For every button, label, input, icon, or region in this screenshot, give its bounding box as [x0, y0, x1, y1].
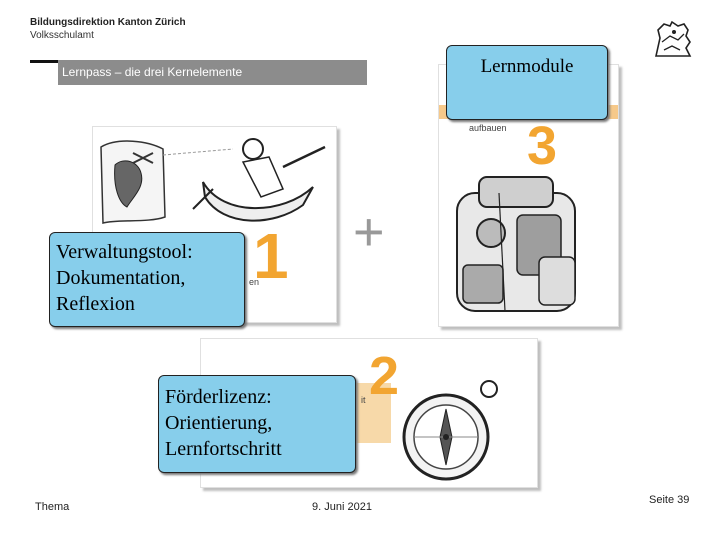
verwaltungstool-line-1: Verwaltungstool: [56, 241, 193, 263]
title-banner: Lernpass – die drei Kernelemente [58, 60, 367, 85]
canton-lion-logo-icon [655, 20, 692, 57]
plus-sign: + [353, 202, 385, 262]
footer-page-number: Seite 39 [649, 494, 690, 506]
org-department: Volksschulamt [30, 30, 94, 41]
footer-topic: Thema [35, 501, 70, 513]
lernmodule-callout: Lernmodule [446, 45, 608, 120]
element-number-1: 1 [253, 220, 289, 292]
panel-2-orange-strip [351, 383, 391, 443]
element-number-3: 3 [527, 116, 558, 176]
explorer-boat-illustration [100, 138, 326, 224]
lernmodule-label: Lernmodule [480, 56, 574, 77]
foerderlizenz-line-1: Förderlizenz: [165, 386, 272, 408]
panel-3-text-fragment: aufbauen [469, 123, 507, 133]
org-name: Bildungsdirektion Kanton Zürich [30, 17, 186, 28]
verwaltungstool-line-3: Reflexion [56, 293, 135, 315]
panel-1-text-fragment: en [249, 277, 260, 287]
compass-illustration [402, 380, 498, 481]
backpack-illustration [456, 176, 576, 312]
element-number-2: 2 [369, 346, 400, 406]
verwaltungstool-line-2: Dokumentation, [56, 267, 186, 289]
panel-2-text-fragment: it [361, 395, 366, 405]
foerderlizenz-line-3: Lernfortschritt [165, 438, 282, 460]
footer-date: 9. Juni 2021 [312, 501, 372, 513]
foerderlizenz-line-2: Orientierung, [165, 412, 273, 434]
header-dash [30, 60, 58, 63]
foerderlizenz-callout: Förderlizenz: Orientierung, Lernfortschr… [158, 375, 356, 473]
verwaltungstool-callout: Verwaltungstool: Dokumentation, Reflexio… [49, 232, 245, 327]
banner-title: Lernpass – die drei Kernelemente [62, 65, 243, 79]
